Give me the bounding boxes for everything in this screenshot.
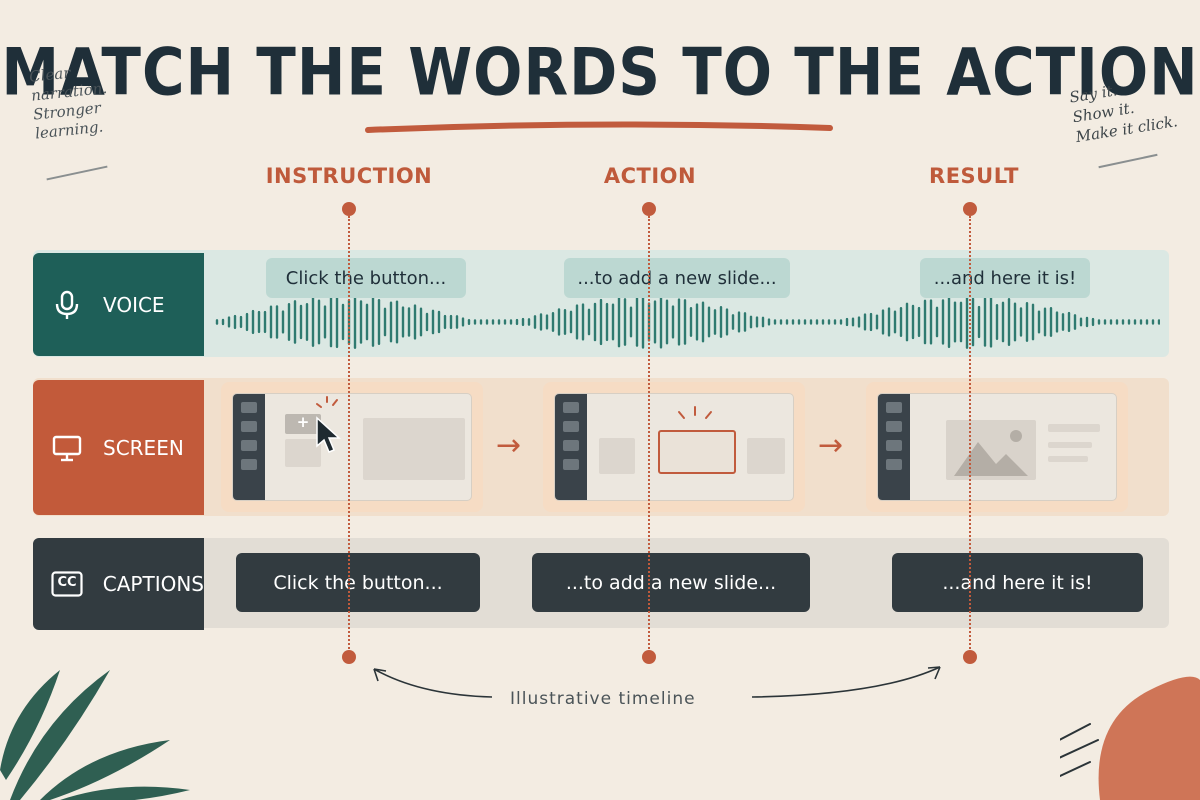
- timeline-arrows: [373, 666, 941, 698]
- timeline-line-result: [969, 216, 971, 656]
- voice-waveform: [215, 295, 1160, 349]
- title-underline: [365, 121, 833, 133]
- monitor-icon: [52, 435, 82, 461]
- arrow-right-icon: →: [818, 428, 844, 463]
- screen-mockup-instruction: +: [221, 382, 483, 512]
- plus-icon: +: [296, 413, 310, 431]
- screen-mockup-result: [866, 382, 1128, 512]
- caption-action: ...to add a new slide...: [532, 553, 810, 612]
- timeline-marker-bottom: [963, 650, 977, 664]
- timeline-marker-bottom: [642, 650, 656, 664]
- voice-bubble-action: ...to add a new slide...: [564, 258, 790, 298]
- highlight-burst-icon: [678, 406, 712, 419]
- closed-captions-icon: CC: [51, 571, 83, 597]
- new-slide-frame: [658, 430, 736, 474]
- voice-bubble-result: ...and here it is!: [920, 258, 1090, 298]
- voice-bubble-instruction: Click the button...: [266, 258, 466, 298]
- column-label-action: ACTION: [603, 164, 697, 188]
- note-right-underline: [1098, 153, 1158, 169]
- cc-badge-text: CC: [57, 575, 77, 590]
- timeline-marker-top: [963, 202, 977, 216]
- screen-mockup-action: [543, 382, 805, 512]
- row-label-voice: VOICE: [33, 253, 204, 356]
- timeline-marker-bottom: [342, 650, 356, 664]
- cursor-icon: [316, 416, 341, 453]
- row-label-screen: SCREEN: [33, 380, 204, 515]
- page-title: MATCH THE WORDS TO THE ACTION: [1, 33, 1199, 111]
- timeline-marker-top: [642, 202, 656, 216]
- caption-result: ...and here it is!: [892, 553, 1143, 612]
- row-label-captions: CC CAPTIONS: [33, 538, 204, 630]
- caption-instruction: Click the button...: [236, 553, 480, 612]
- image-placeholder-icon: [946, 420, 1036, 480]
- microphone-icon: [55, 290, 79, 319]
- row-label-voice-text: VOICE: [103, 292, 165, 317]
- note-left: Clear narration. Stronger learning.: [28, 56, 145, 143]
- row-label-screen-text: SCREEN: [103, 435, 184, 460]
- blob-decoration: [1060, 676, 1200, 800]
- timeline-line-instruction: [348, 216, 350, 656]
- timeline-label: Illustrative timeline: [510, 689, 696, 709]
- click-burst-icon: [316, 396, 338, 408]
- column-label-result: RESULT: [929, 164, 1019, 188]
- arrow-right-icon: →: [496, 428, 522, 463]
- leaf-decoration: [0, 670, 190, 800]
- note-left-underline: [46, 165, 108, 181]
- row-label-captions-text: CAPTIONS: [102, 572, 204, 596]
- add-slide-button[interactable]: +: [285, 413, 321, 434]
- column-label-instruction: INSTRUCTION: [265, 164, 433, 188]
- timeline-marker-top: [342, 202, 356, 216]
- timeline-line-action: [648, 216, 650, 656]
